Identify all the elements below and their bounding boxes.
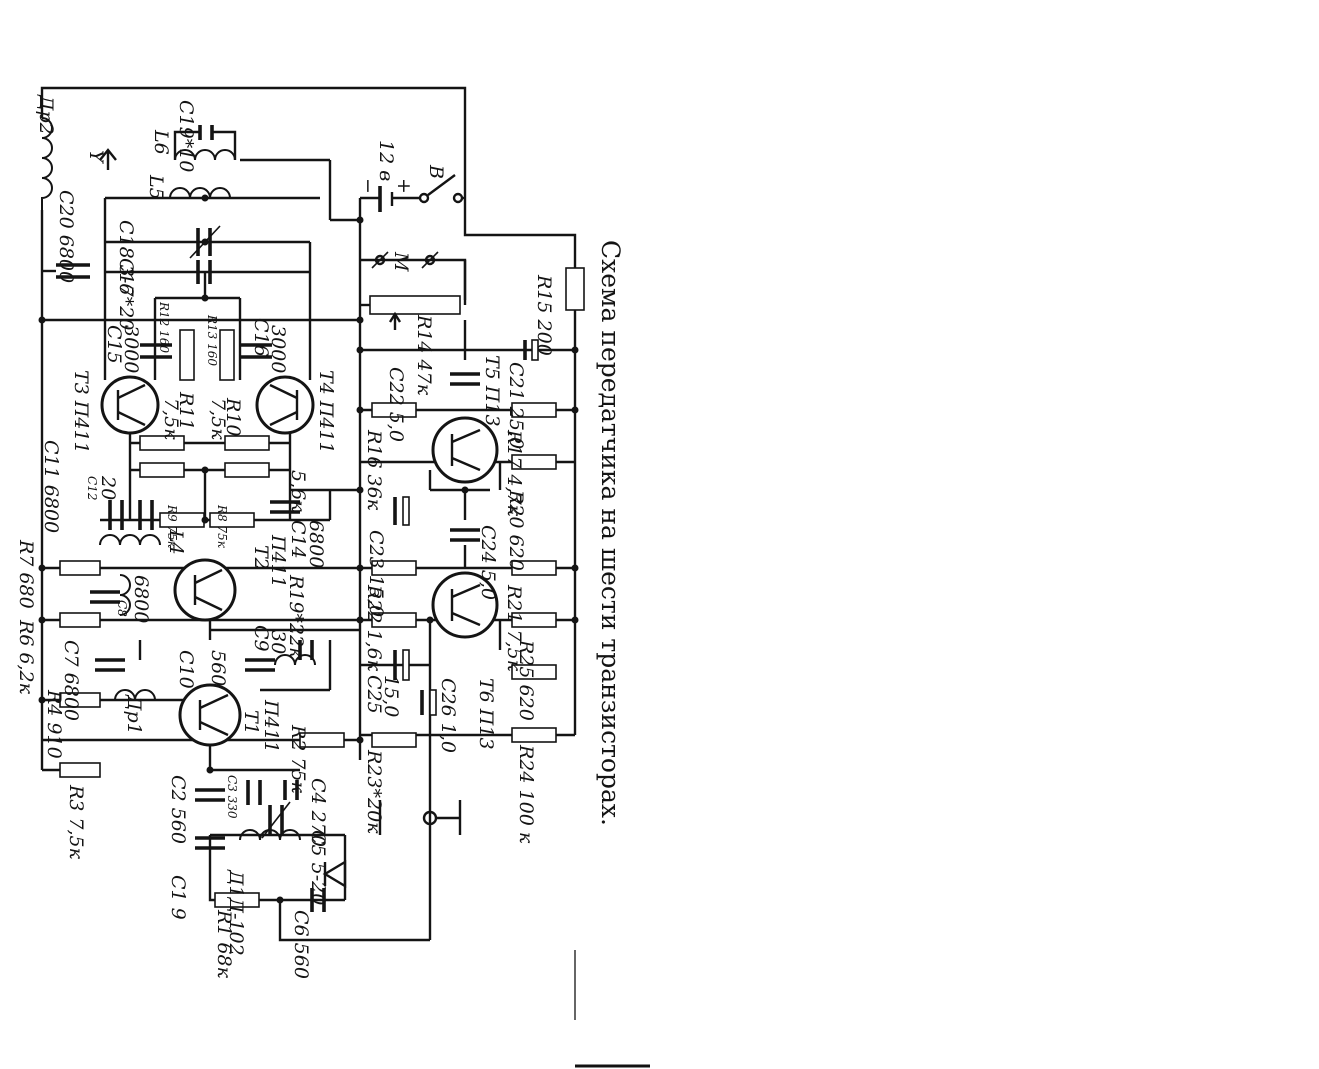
schematic-caption: Схема передатчика на шести транзисторах. [596,240,625,826]
label-c4: С4 270 [307,778,329,847]
label-c20: С20 6800 [55,190,77,283]
label-c15b: 3000 [120,325,142,373]
label-r17: R17 4,7к [503,429,525,517]
label-c26: С26 1,0 [437,678,459,753]
label-r2: R2 75к [287,724,309,794]
label-c15a: С15 [103,325,125,364]
label-t6: Т6 П13 [475,678,497,750]
label-c3: С3 330 [225,775,239,819]
label-r10a: R10 [222,397,244,436]
label-t5: Т5 П13 [481,355,503,427]
label-c16a: С16 [250,318,272,357]
label-t2a: Т2 [250,545,272,570]
label-r19: R19*22к [285,574,307,659]
label-c24: С24 5,0 [477,525,499,600]
label-c8b: 6800 [130,575,152,623]
label-t1b: П411 [260,699,282,753]
label-c14a: С14 [287,520,309,559]
label-r20: R20 620 [505,489,527,571]
label-c16b: 3000 [267,325,289,373]
label-c17: С17*20 [115,258,137,330]
label-c8a: С8 [115,600,129,617]
label-r10b: 7,5к [207,398,229,440]
label-r23: R23*20к [363,749,385,834]
label-supply-minus: − [357,178,379,194]
label-r11a: R11 [175,391,197,430]
label-dr1: Др1 [123,694,145,735]
label-c12a: С12 [85,476,99,500]
label-c21: С21 25,0 [505,362,527,449]
label-r1: R1 68к [213,909,235,979]
label-c19: С19*10 [175,100,197,172]
label-c12b: 20 [97,475,119,500]
components [41,117,585,912]
label-c9a: С9 [250,625,272,652]
label-r11b: 7,5к [160,398,182,440]
label-c9b: 30 [267,630,289,654]
label-supply-voltage: 12 в [375,140,397,181]
label-t3: Т3 П411 [70,370,92,454]
label-c22: С22 5,0 [385,367,407,442]
label-r16: R16 36к [363,429,385,511]
label-dr2: Др2 [35,94,57,135]
label-r4: R4 910 [43,689,65,759]
label-r15: R15 200 [533,274,555,356]
label-c25a: С25 [363,675,385,714]
label-r24: R24 100 к [515,744,537,844]
label-meter: М [390,251,412,272]
label-c25b: 15,0 [380,675,402,717]
label-diode: Д1Д-102 [225,869,247,956]
label-l4: L4 [165,529,187,555]
label-c10a: С10 [175,650,197,689]
label-r13: R13 160 [205,314,219,366]
label-switch: В [425,164,447,179]
label-r25: R25 620 [515,639,537,721]
label-antenna: Y [85,150,107,165]
label-l6: L6 [150,129,172,155]
label-r12: R12 160 [157,301,171,353]
label-l5: L5 [145,174,167,200]
label-r6: R6 6,2к [15,619,37,695]
label-r8: R8 75к [215,504,229,549]
label-c11: С11 6800 [40,440,62,533]
label-c23: С23 15,0 [365,530,387,617]
label-r22: R22 1,6к [363,584,385,672]
label-c7: С7 6800 [60,640,82,721]
label-r7: R7 680 [15,539,37,609]
label-r5: 5,6к [287,470,309,512]
label-c14b: 6800 [305,520,327,568]
label-c5: С5 5-20 [307,830,329,905]
label-r9: R9 75к [165,504,179,549]
label-r3: R3 7,5к [65,784,87,860]
label-supply-plus: + [393,178,415,194]
label-t2b: П411 [267,534,289,588]
label-c2: С2 560 [167,775,189,844]
label-c1: С1 9 [167,875,189,920]
label-c6: С6 560 [290,910,312,979]
label-r21: R21 7,5к [503,584,525,672]
label-r14: R14 47к [413,314,435,396]
label-t1a: Т1 [240,710,262,735]
junction-dots [38,194,579,904]
label-c18: С18 3-6 [115,220,137,295]
label-c10b: 560 [207,650,229,686]
component-labels: Др2 С20 6800 С19*10 L6 L5 С18 3-6 С17*20… [15,94,555,979]
label-t4: Т4 П411 [315,370,337,454]
